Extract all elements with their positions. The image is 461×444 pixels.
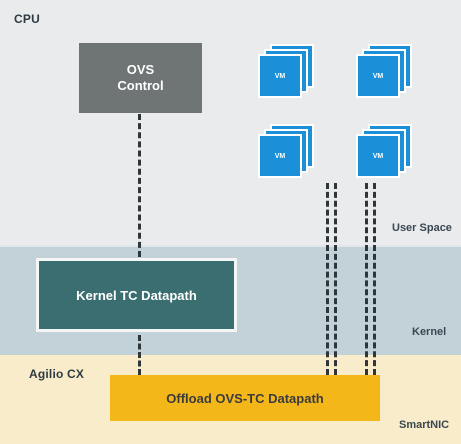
vm-link-line-1 bbox=[326, 183, 329, 375]
vm-link-line-3 bbox=[365, 183, 368, 375]
vm-label: VM bbox=[274, 72, 286, 80]
vm-link-line-2 bbox=[334, 183, 337, 375]
offload-ovs-tc-datapath-box: Offload OVS-TC Datapath bbox=[110, 375, 380, 421]
kernel-label: Kernel bbox=[412, 326, 447, 338]
user-space-layer bbox=[0, 0, 461, 245]
vm-card-front: VM bbox=[356, 134, 400, 178]
vm-stack-2: VM bbox=[356, 44, 420, 108]
vm-stack-3: VM bbox=[258, 124, 322, 188]
ovs-control-to-kernel-line bbox=[138, 114, 141, 257]
vm-label: VM bbox=[372, 152, 384, 160]
vm-card-front: VM bbox=[258, 134, 302, 178]
vm-link-line-4 bbox=[373, 183, 376, 375]
vm-card-front: VM bbox=[258, 54, 302, 98]
vm-label: VM bbox=[274, 152, 286, 160]
vm-stack-1: VM bbox=[258, 44, 322, 108]
cpu-label: CPU bbox=[14, 12, 40, 26]
kernel-tc-datapath-box: Kernel TC Datapath bbox=[36, 258, 237, 332]
agilio-cx-label: Agilio CX bbox=[29, 367, 85, 381]
vm-card-front: VM bbox=[356, 54, 400, 98]
smartnic-label: SmartNIC bbox=[399, 419, 450, 431]
vm-stack-4: VM bbox=[356, 124, 420, 188]
vm-label: VM bbox=[372, 72, 384, 80]
user-space-label: User Space bbox=[392, 222, 452, 234]
ovs-control-box: OVS Control bbox=[79, 43, 202, 113]
kernel-to-offload-line bbox=[138, 335, 141, 375]
